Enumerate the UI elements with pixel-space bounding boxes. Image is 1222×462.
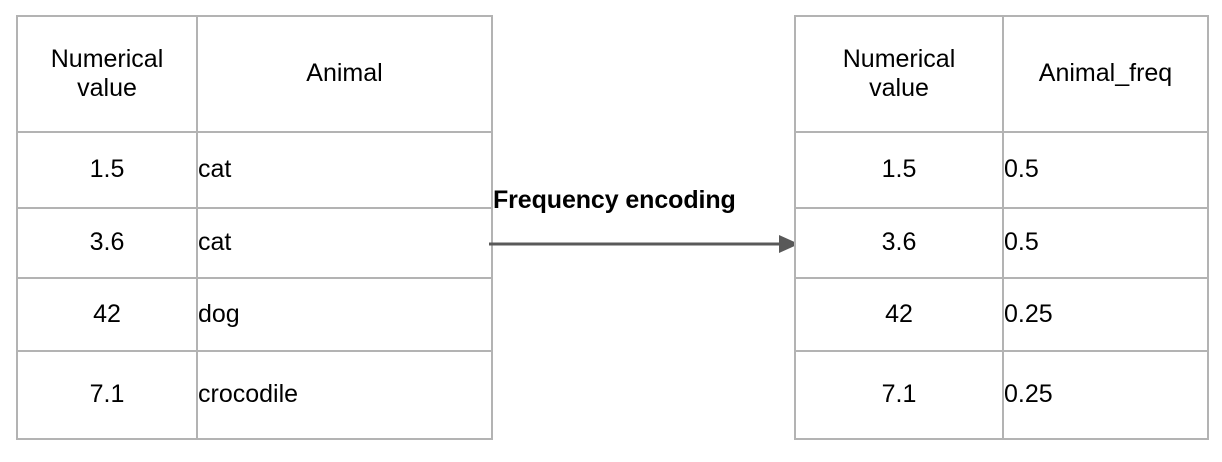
cell-animal: crocodile [196,350,493,440]
cell-numerical-value: 3.6 [16,207,198,279]
cell-animal: cat [196,207,493,279]
header-line-1: Numerical [842,44,956,73]
cell-numerical-value: 7.1 [794,350,1004,440]
cell-numerical-value: 7.1 [16,350,198,440]
header-line-2: value [77,74,137,102]
cell-numerical-value: 42 [794,277,1004,352]
column-header-numerical-value: Numerical value [16,15,198,133]
table-row: 7.1 crocodile [16,350,493,440]
source-table: Numerical value Animal 1.5 cat 3.6 cat 4… [16,15,493,440]
table-row: 7.1 0.25 [794,350,1209,440]
right-arrow-icon [489,235,799,253]
table-row: 42 0.25 [794,277,1209,352]
cell-animal: dog [196,277,493,352]
cell-numerical-value: 1.5 [794,131,1004,209]
cell-numerical-value: 1.5 [16,131,198,209]
encoded-table: Numerical value Animal_freq 1.5 0.5 3.6 … [794,15,1209,440]
table-row: 3.6 cat [16,207,493,279]
cell-animal: cat [196,131,493,209]
cell-animal-freq: 0.25 [1002,277,1209,352]
transformation-arrow-group: Frequency encoding [487,186,799,264]
arrow-label: Frequency encoding [493,186,736,214]
cell-numerical-value: 42 [16,277,198,352]
column-header-animal: Animal [196,15,493,133]
header-line-2: value [869,74,929,102]
table-row: 3.6 0.5 [794,207,1209,279]
header-line-1: Numerical [50,44,164,73]
cell-animal-freq: 0.5 [1002,207,1209,279]
column-header-animal-freq: Animal_freq [1002,15,1209,133]
cell-numerical-value: 3.6 [794,207,1004,279]
cell-animal-freq: 0.5 [1002,131,1209,209]
column-header-numerical-value: Numerical value [794,15,1004,133]
table-row: 42 dog [16,277,493,352]
table-row: 1.5 0.5 [794,131,1209,209]
cell-animal-freq: 0.25 [1002,350,1209,440]
table-row: 1.5 cat [16,131,493,209]
table-header-row: Numerical value Animal [16,15,493,133]
table-header-row: Numerical value Animal_freq [794,15,1209,133]
